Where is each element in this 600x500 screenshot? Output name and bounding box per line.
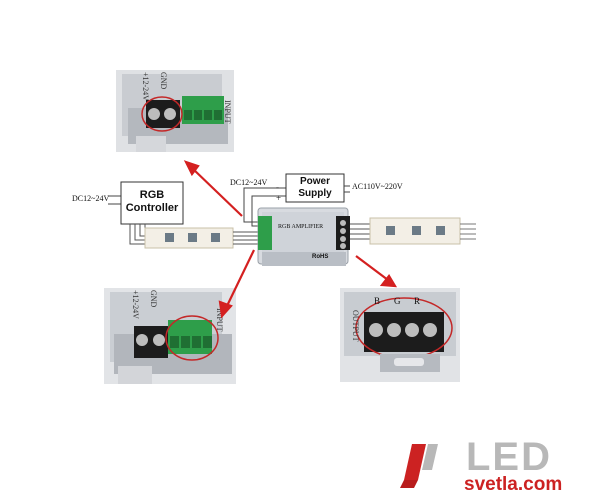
bottom-right-photo-graphic [340, 288, 460, 382]
power-to-amplifier-wires [243, 187, 286, 227]
top-left-photo-graphic [116, 70, 234, 152]
power-supply-box [285, 173, 345, 203]
rgb-controller-label: RGB Controller [121, 189, 183, 215]
power-supply-line2: Supply [298, 188, 332, 199]
dc-top-label: DC12~24V [230, 178, 268, 187]
led-chip [165, 233, 174, 242]
right-g-label: G [394, 296, 401, 306]
power-supply-line1: Power [299, 176, 330, 187]
strip-to-amplifier-wires [233, 231, 260, 245]
power-supply-label: Power Supply [286, 176, 344, 200]
bottom-left-photo-graphic [104, 288, 236, 384]
rgb-controller-line1: RGB [139, 189, 165, 201]
bottom-left-terminal-photo: +12-24V GND INPUT [104, 288, 236, 384]
bottom-right-terminal-photo: B G R OUTPUT [340, 288, 460, 382]
ac-label: AC110V~220V [352, 182, 403, 191]
led-chip [386, 226, 395, 235]
controller-output-wires [129, 224, 146, 245]
right-strip-lead-wires [460, 223, 476, 240]
plus-label: + [276, 193, 282, 203]
right-b-label: B [374, 296, 381, 306]
logo-brand: LED [466, 435, 552, 479]
led-chip [412, 226, 421, 235]
minus-label: - [276, 182, 279, 192]
dc-left-label: DC12~24V [72, 194, 110, 203]
led-chip [211, 233, 220, 242]
led-chip [188, 233, 197, 242]
top-left-terminal-photo: +12-24V GND INPUT [116, 70, 234, 152]
led-chip [436, 226, 445, 235]
amplifier-input-terminal [258, 216, 272, 250]
logo-mark [400, 444, 438, 488]
right-r-label: R [414, 296, 421, 306]
callout-arrows [183, 160, 398, 319]
logo-url: svetla.com [464, 474, 563, 495]
amplifier-to-right-strip-wires [350, 223, 372, 240]
amplifier-rohs: RoHS [312, 254, 329, 260]
rgb-controller-box [120, 181, 184, 225]
amplifier-title: RGB AMPLIFIER [278, 224, 324, 230]
rgb-controller-line2: Controller [125, 202, 179, 214]
amplifier-base [262, 252, 346, 266]
